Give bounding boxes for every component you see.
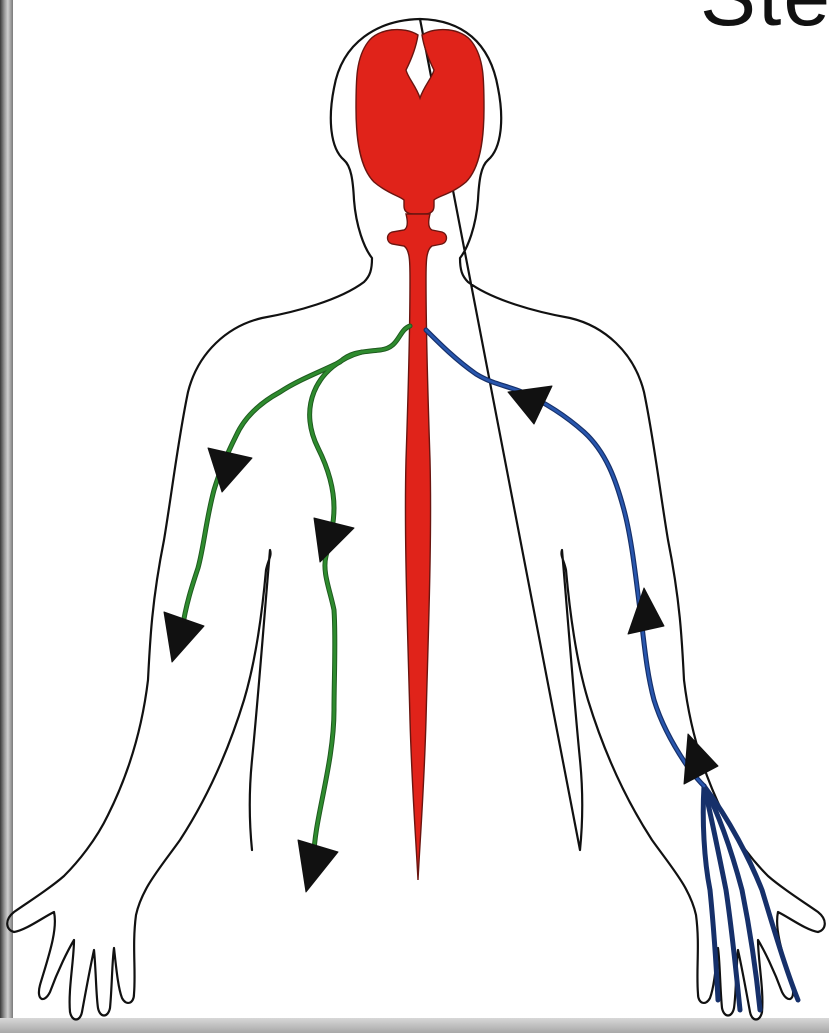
arrow-motor-2 bbox=[314, 518, 354, 562]
spinal-cord bbox=[388, 214, 447, 880]
brain bbox=[356, 30, 484, 214]
arrow-sensory-2 bbox=[628, 588, 664, 634]
arrow-motor-3 bbox=[164, 612, 204, 662]
sensory-nerve-arm bbox=[426, 330, 704, 786]
arrow-sensory-3 bbox=[684, 734, 718, 784]
motor-nerve-arm bbox=[182, 326, 410, 630]
arrow-motor-4 bbox=[298, 840, 338, 892]
motor-nerve-trunk bbox=[310, 352, 362, 855]
motor-nerve-trunk-inner bbox=[310, 352, 362, 855]
sensory-pathway bbox=[426, 330, 798, 1010]
central-nervous-system bbox=[356, 30, 484, 880]
direction-arrows bbox=[164, 386, 718, 892]
